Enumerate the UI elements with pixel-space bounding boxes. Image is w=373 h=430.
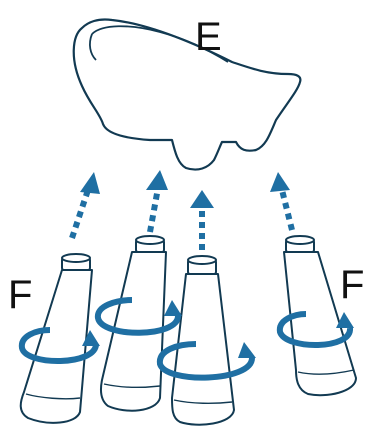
rotate-arrow-heads (82, 300, 354, 358)
leg-2 (99, 235, 167, 412)
tub-label: E (195, 15, 222, 59)
leg-3 (171, 255, 235, 426)
leg-label-left: F (8, 273, 32, 317)
rotate-circle-arrow-icon (18, 297, 353, 381)
leg-label-right: F (340, 263, 364, 307)
dashed-up-arrow-icon (69, 187, 295, 250)
leg-4 (283, 235, 357, 397)
arrow-heads (80, 170, 290, 208)
leg-1 (19, 253, 93, 424)
bathtub-shape (72, 18, 302, 171)
